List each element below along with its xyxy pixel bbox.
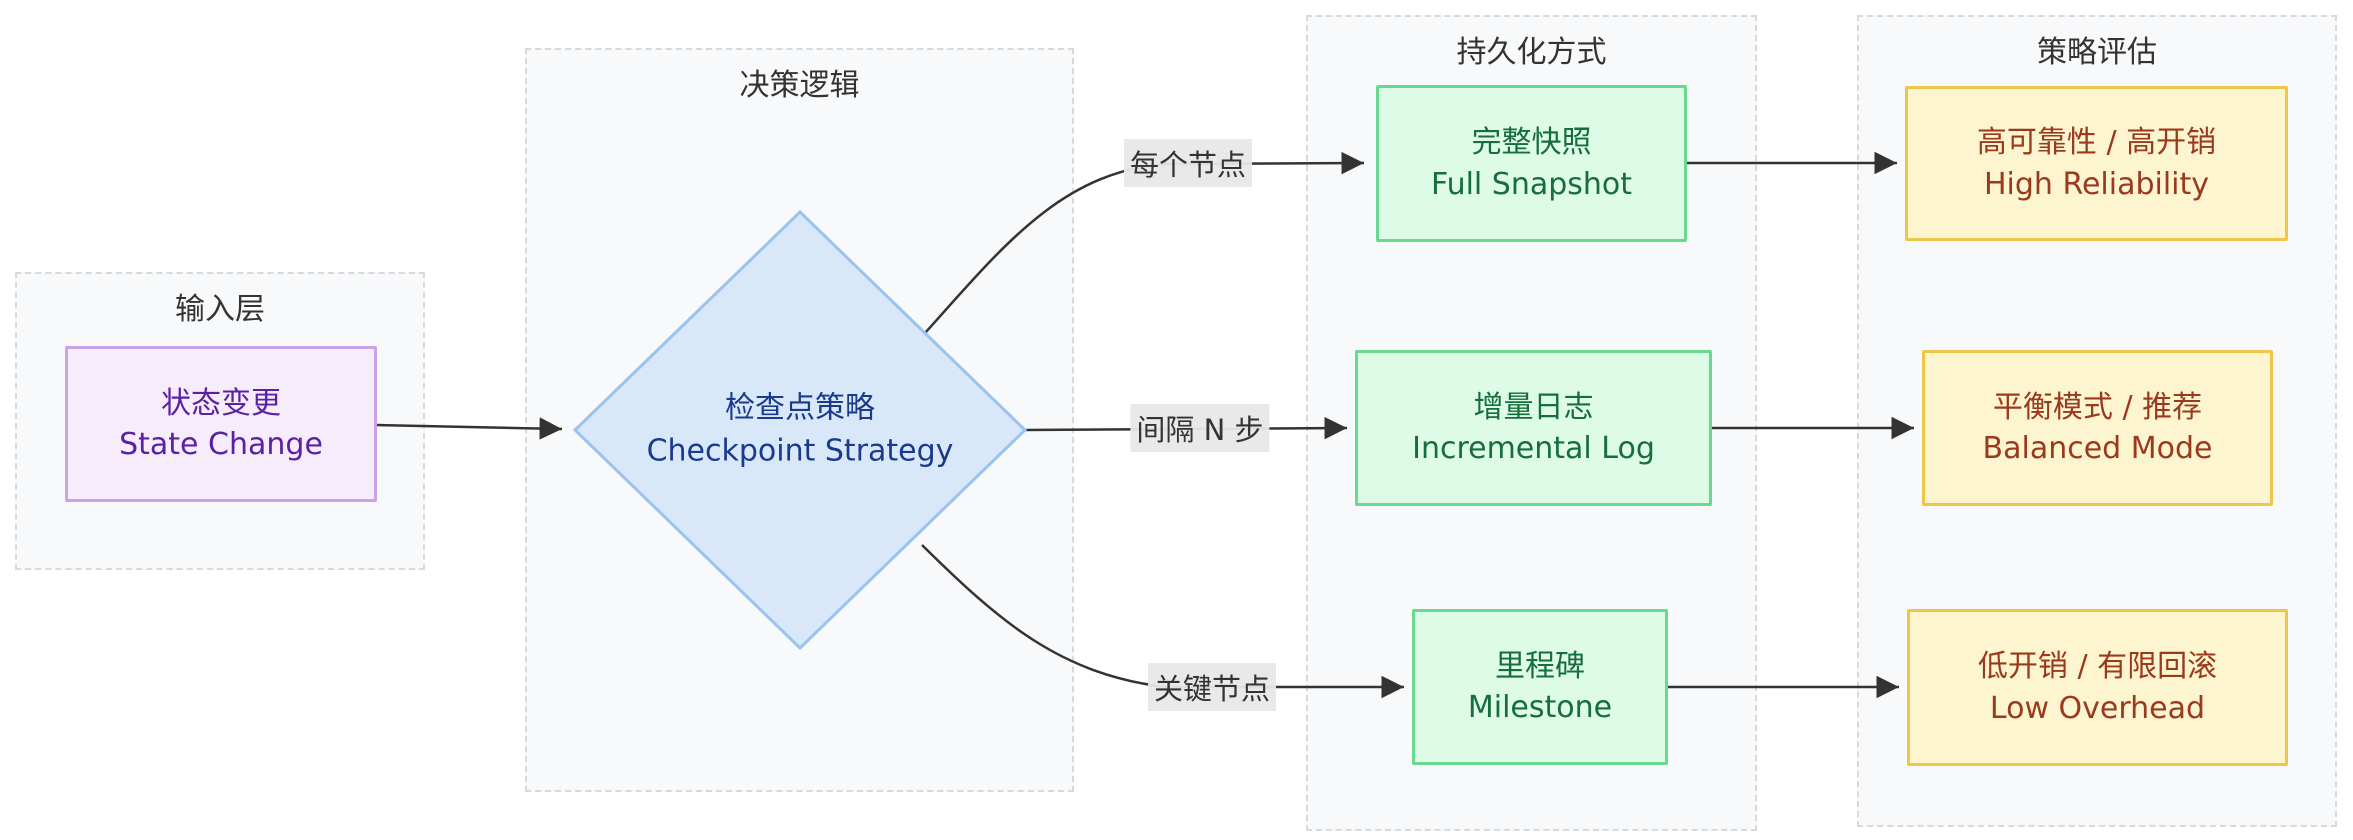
node-low-overhead-label-zh: 低开销 / 有限回滚 (1977, 649, 2218, 685)
node-balanced-mode-label-en: Balanced Mode (1982, 431, 2213, 466)
node-state-change-label-zh: 状态变更 (161, 385, 281, 421)
node-milestone: 里程碑 Milestone (1412, 609, 1668, 765)
node-state-change: 状态变更 State Change (65, 346, 377, 502)
edge-state-to-strategy (376, 417, 563, 440)
node-balanced-mode-label-zh: 平衡模式 / 推荐 (1992, 389, 2203, 425)
node-full-snapshot-label-zh: 完整快照 (1471, 125, 1592, 161)
node-balanced-mode: 平衡模式 / 推荐 Balanced Mode (1922, 350, 2273, 506)
edge-label-every-node: 每个节点 (1123, 139, 1253, 187)
node-incremental-log-label-zh: 增量日志 (1473, 389, 1594, 425)
node-state-change-label-en: State Change (119, 427, 323, 462)
node-checkpoint-strategy-label-en: Checkpoint Strategy (646, 433, 954, 468)
node-milestone-label-en: Milestone (1467, 690, 1613, 725)
node-milestone-label-zh: 里程碑 (1495, 648, 1585, 684)
checkpoint-strategy-diamond (572, 209, 1028, 651)
edge-strategy-to-snapshot (924, 151, 1365, 334)
node-high-reliability: 高可靠性 / 高开销 High Reliability (1905, 86, 2288, 241)
node-full-snapshot: 完整快照 Full Snapshot (1376, 85, 1687, 242)
node-high-reliability-label-zh: 高可靠性 / 高开销 (1976, 125, 2217, 161)
group-persistence-method-title: 持久化方式 (1456, 35, 1607, 70)
edge-label-interval-n-steps: 间隔 N 步 (1130, 404, 1270, 452)
edge-label-key-node: 关键节点 (1147, 663, 1277, 711)
node-checkpoint-strategy-label-zh: 检查点策略 (725, 390, 875, 426)
group-strategy-evaluation-title: 策略评估 (2037, 35, 2157, 70)
node-low-overhead-label-en: Low Overhead (1989, 690, 2206, 726)
edge-strategy-to-milestone (921, 544, 1404, 699)
node-checkpoint-strategy-label: 检查点策略 Checkpoint Strategy (580, 387, 1020, 472)
group-decision-logic-title: 决策逻辑 (739, 68, 860, 103)
node-low-overhead: 低开销 / 有限回滚 Low Overhead (1907, 609, 2288, 766)
group-input-layer-title: 输入层 (175, 292, 265, 327)
node-incremental-log-label-en: Incremental Log (1412, 431, 1655, 466)
node-incremental-log: 增量日志 Incremental Log (1355, 350, 1712, 506)
node-high-reliability-label-en: High Reliability (1983, 166, 2210, 202)
node-full-snapshot-label-en: Full Snapshot (1430, 166, 1633, 202)
